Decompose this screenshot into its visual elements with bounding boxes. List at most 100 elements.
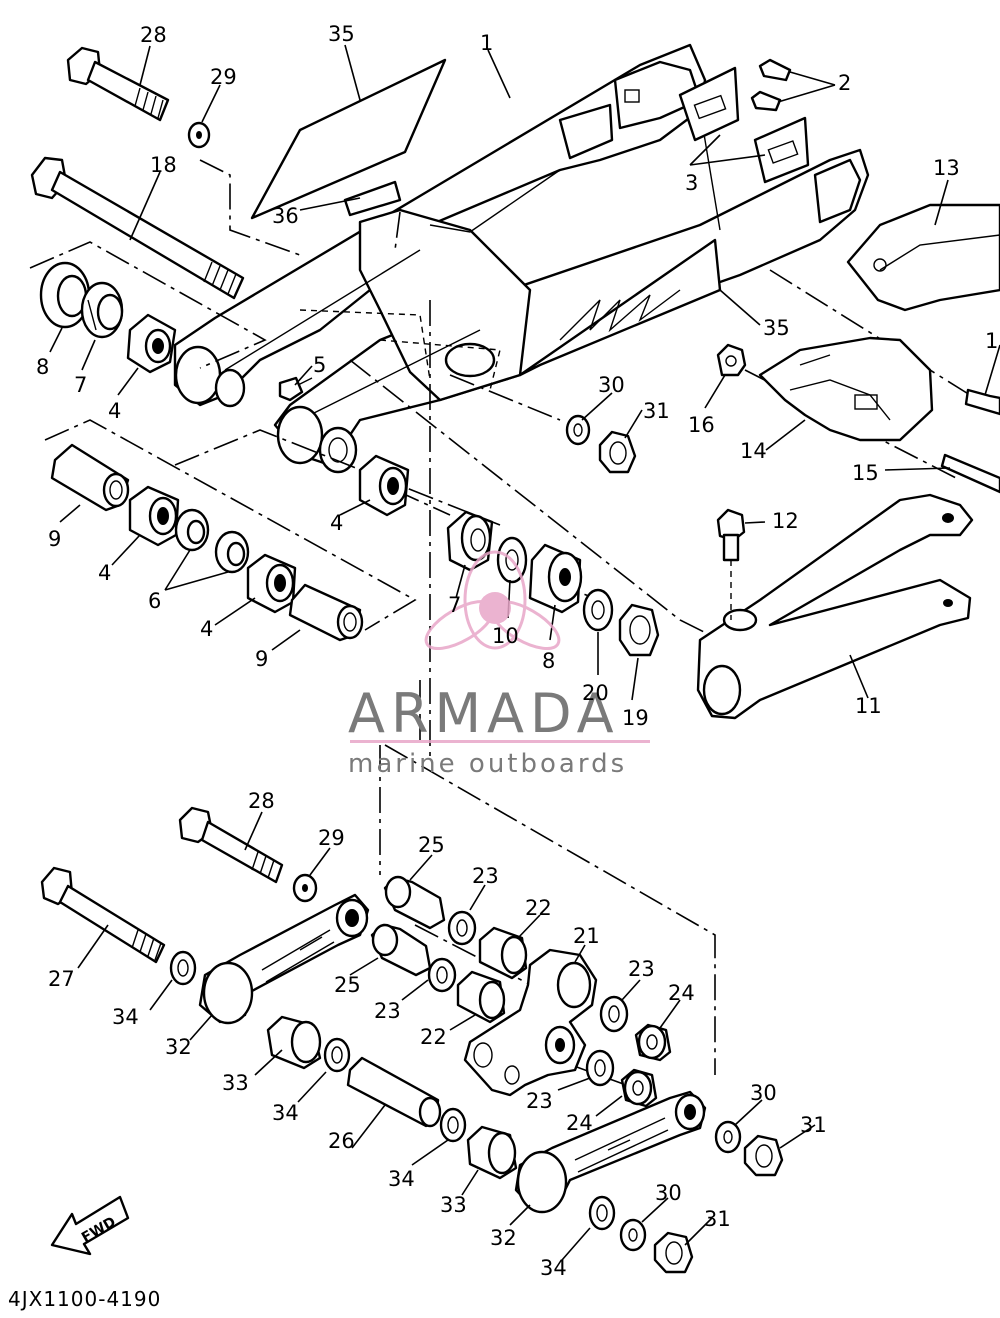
propeller-icon (463, 550, 527, 650)
callout-14: 14 (740, 439, 767, 463)
callout-30: 30 (750, 1081, 777, 1105)
connecting-rod-32-upper (198, 893, 370, 1025)
bearing-22-upper (478, 926, 528, 980)
callout-23: 23 (628, 957, 655, 981)
callout-6: 6 (148, 589, 161, 613)
callout-1: 1 (480, 31, 493, 55)
callout-9: 9 (255, 647, 268, 671)
callout-9: 9 (48, 527, 61, 551)
assembly-line (44, 419, 417, 631)
callout-34: 34 (540, 1256, 567, 1280)
callout-7: 7 (74, 373, 87, 397)
hidden-line (379, 339, 501, 391)
callout-35: 35 (328, 22, 355, 46)
collar-24-upper (634, 1023, 672, 1062)
nut-16 (716, 343, 747, 377)
washer-30b (714, 1120, 742, 1154)
callout-34: 34 (112, 1005, 139, 1029)
callout-26: 26 (328, 1129, 355, 1153)
swingarm (173, 43, 870, 474)
assembly-line (769, 269, 971, 396)
callout-35: 35 (763, 316, 790, 340)
callout-11: 11 (855, 694, 882, 718)
bearing-seal-8-left (39, 261, 91, 329)
callout-25: 25 (418, 833, 445, 857)
callout-4: 4 (98, 561, 111, 585)
screw-2b (750, 90, 782, 112)
pivot-shaft-18 (30, 156, 245, 300)
nut-31-top (598, 430, 637, 474)
callout-28: 28 (248, 789, 275, 813)
collar-25-upper (383, 875, 446, 930)
bolt-27 (40, 866, 166, 964)
bearing-4-center (358, 454, 410, 517)
callout-19: 19 (622, 706, 649, 730)
washer-20 (582, 588, 614, 632)
callout-28: 28 (140, 23, 167, 47)
assembly-line (199, 159, 301, 256)
connecting-rod-32-lower (514, 1090, 707, 1214)
callout-4: 4 (108, 399, 121, 423)
collar-25-lower (370, 923, 432, 977)
oil-seal-7-left (80, 281, 124, 339)
callout-4: 4 (330, 511, 343, 535)
bolt-15 (940, 453, 1000, 494)
callout-24: 24 (668, 981, 695, 1005)
callout-numbers: 28 29 35 1 2 3 18 36 13 8 7 4 5 35 17 30… (36, 22, 1000, 1280)
oil-seal-6a (174, 508, 210, 552)
callout-31: 31 (800, 1113, 827, 1137)
callout-22: 22 (420, 1025, 447, 1049)
assembly-line (384, 744, 716, 1075)
washer-34c (439, 1107, 467, 1143)
callout-17: 17 (985, 329, 1000, 353)
callout-3: 3 (685, 171, 698, 195)
callout-8: 8 (36, 355, 49, 379)
callout-30: 30 (598, 373, 625, 397)
bolt-28-top (66, 46, 170, 122)
callout-27: 27 (48, 967, 75, 991)
leader-lines (49, 44, 1000, 1261)
bearing-4-mid (128, 485, 180, 547)
callout-31: 31 (643, 399, 670, 423)
relay-arm-21 (463, 948, 598, 1097)
assembly-line (174, 429, 501, 526)
callout-24: 24 (566, 1111, 593, 1135)
callout-30: 30 (655, 1181, 682, 1205)
callout-16: 16 (688, 413, 715, 437)
callout-8: 8 (542, 649, 555, 673)
oil-seal-7-center (446, 510, 494, 572)
callout-33: 33 (440, 1193, 467, 1217)
collar-26 (346, 1056, 442, 1128)
washer-23c (599, 995, 629, 1033)
adjuster-plate-3b (753, 116, 810, 184)
callout-23: 23 (526, 1089, 553, 1113)
callout-7: 7 (448, 593, 461, 617)
watermark-brand: ARMADA (348, 682, 620, 745)
callout-25: 25 (334, 973, 361, 997)
bearing-22-lower (456, 970, 506, 1024)
assembly-line (349, 359, 721, 641)
collar-9-upper (50, 443, 130, 512)
bolt-12 (716, 508, 746, 562)
callout-23: 23 (472, 864, 499, 888)
oil-seal-6b (214, 530, 250, 574)
callout-29: 29 (210, 65, 237, 89)
washer-34a (169, 950, 197, 986)
callout-20: 20 (582, 681, 609, 705)
washer-34d (588, 1195, 616, 1231)
callout-36: 36 (272, 204, 299, 228)
callout-29: 29 (318, 826, 345, 850)
washer-23d (585, 1049, 615, 1087)
callout-5: 5 (313, 353, 326, 377)
relay-arm-11 (696, 493, 974, 720)
callout-18: 18 (150, 153, 177, 177)
screw-2a (758, 58, 792, 82)
collar-33-lower (466, 1125, 518, 1180)
collar-8-center (528, 543, 583, 614)
seal-36 (343, 180, 402, 217)
callout-21: 21 (573, 924, 600, 948)
nut-19 (618, 603, 660, 657)
collar-9-lower (288, 583, 364, 642)
